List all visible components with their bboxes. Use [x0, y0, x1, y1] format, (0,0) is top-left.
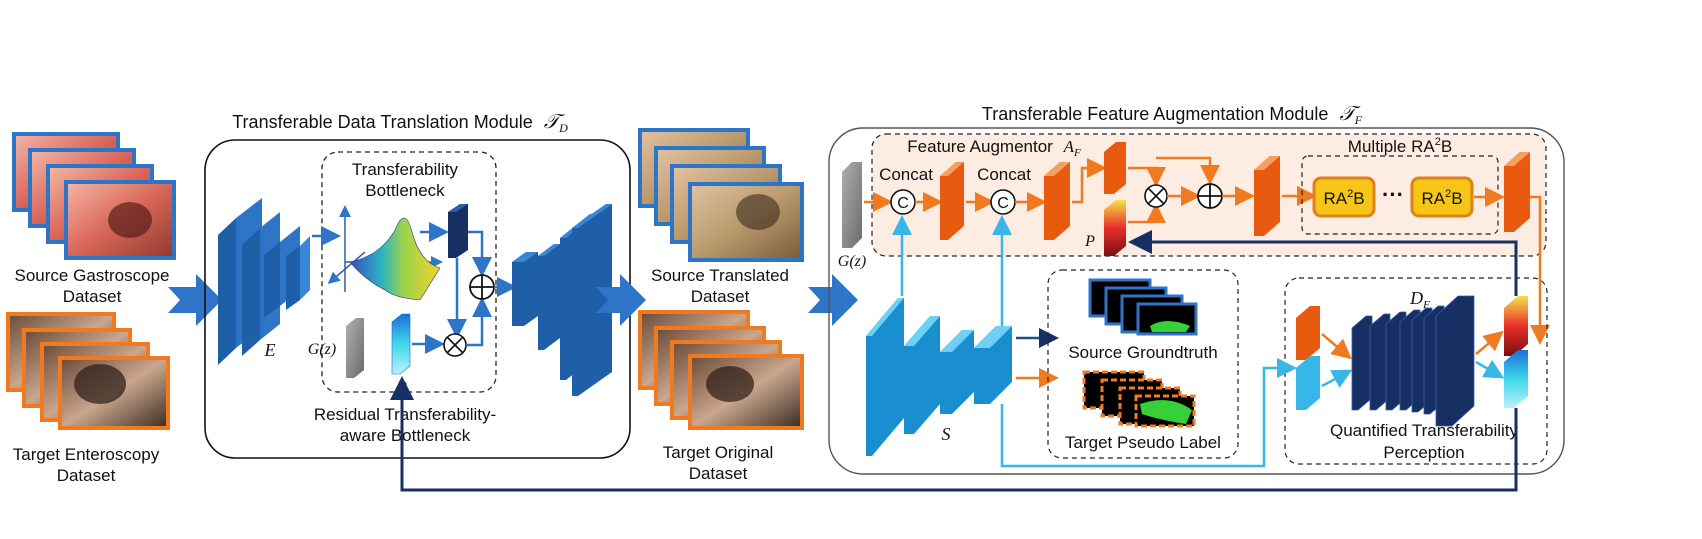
rtb-label-2: aware Bottleneck	[340, 426, 471, 445]
source-dataset-label-2: Dataset	[63, 287, 122, 306]
augment-feature-block	[1104, 142, 1126, 194]
encoder-blocks	[218, 198, 310, 365]
disc-orange-arrow	[1321, 333, 1352, 360]
multiply-operator-tdt	[443, 333, 467, 357]
transferability-map-heat	[1504, 296, 1528, 356]
perception-p-block-tdt	[391, 313, 411, 375]
target-pseudo-label: Target Pseudo Label	[1065, 433, 1221, 452]
augment-block-2	[1044, 162, 1070, 240]
ra2b-block-1: RA2B	[1312, 176, 1376, 218]
residual-to-sum-arrow	[1156, 156, 1220, 185]
s-label: S	[942, 424, 951, 444]
multiple-ra2b-label: Multiple RA2B	[1348, 136, 1452, 156]
gaussian-plot	[327, 205, 443, 301]
s-to-disc-feedback-arrow	[1000, 358, 1297, 468]
gz-label-tfa: G(z)	[838, 253, 866, 270]
disc-input-cyan	[1296, 356, 1320, 410]
qtp-label-1: Quantified Transferability	[1330, 421, 1519, 440]
augment-to-discriminator-arrow	[1530, 195, 1550, 345]
target-original-stack	[638, 310, 804, 430]
concat-label-1: Concat	[879, 165, 933, 184]
concat-label-2: Concat	[977, 165, 1031, 184]
source-groundtruth-stack	[1088, 278, 1198, 336]
source-translated-stack	[638, 128, 804, 262]
perception-p-heatmap	[1104, 200, 1126, 256]
tfa-input-arrow	[808, 274, 858, 326]
discriminator-df-blocks	[1351, 295, 1475, 427]
add-operator-tdt	[469, 274, 495, 300]
disc-cyan-arrow	[1321, 369, 1353, 388]
bottleneck-label-1: Transferability	[352, 160, 459, 179]
bottleneck-label-2: Bottleneck	[365, 181, 445, 200]
augment-output-block	[1504, 152, 1530, 232]
transferability-map-cyan	[1504, 350, 1528, 408]
target-original-label-2: Dataset	[689, 464, 748, 483]
augment-block-3	[1254, 156, 1280, 236]
disc-input-orange	[1296, 306, 1320, 360]
target-dataset-label-1: Target Enteroscopy	[13, 445, 160, 464]
multiply-operator-tfa	[1144, 184, 1168, 208]
target-enteroscopy-stack	[6, 312, 170, 430]
source-dataset-label-1: Source Gastroscope	[15, 266, 170, 285]
svg-text:C: C	[997, 195, 1009, 212]
gz-label-tdt: G(z)	[308, 341, 336, 358]
bottleneck-feature-block	[448, 204, 468, 258]
decoder-blocks	[512, 204, 612, 396]
disc-out-orange-arrow	[1475, 330, 1504, 355]
feature-augmentor-title: Feature Augmentor AF	[907, 137, 1081, 159]
p-feedback-augmentor-arrow	[1128, 230, 1518, 296]
ra2b-block-2: RA2B	[1410, 176, 1474, 218]
qtp-label-2: Perception	[1383, 443, 1464, 462]
input-arrow	[168, 274, 222, 326]
feature-to-mult-arrow	[1128, 166, 1166, 187]
noise-gz-block-tfa	[842, 162, 862, 248]
source-translated-label-1: Source Translated	[651, 266, 789, 285]
encoder-label: E	[264, 340, 276, 360]
concat-operator-1: C	[890, 189, 916, 215]
tfa-module-box	[828, 127, 1565, 475]
concat-operator-2: C	[990, 189, 1016, 215]
source-gastroscope-stack	[12, 132, 176, 260]
tfa-module-title: Transferable Feature Augmentation Module…	[982, 103, 1363, 127]
labels-box	[1047, 269, 1239, 459]
segmentation-network-s	[866, 298, 1012, 456]
svg-text:RA2B: RA2B	[1323, 188, 1364, 208]
df-label: DF	[1409, 288, 1430, 311]
qtp-box	[1284, 277, 1548, 465]
tdt-module-title: Transferable Data Translation Module 𝒯D	[232, 111, 568, 135]
p-label-tfa: P	[1084, 233, 1095, 250]
p-to-mult-arrow-tfa	[1128, 203, 1166, 224]
target-dataset-label-2: Dataset	[57, 466, 116, 485]
augment-block-1	[940, 162, 964, 240]
target-original-label-1: Target Original	[663, 443, 774, 462]
source-groundtruth-label: Source Groundtruth	[1068, 343, 1217, 362]
block-to-sum-arrow	[468, 230, 492, 277]
target-pseudo-label-stack	[1082, 370, 1196, 428]
block2-to-feature-arrow	[1072, 158, 1107, 204]
noise-gz-block	[346, 318, 364, 378]
disc-out-cyan-arrow	[1475, 359, 1505, 379]
p-feedback-tdt-arrow	[390, 376, 1518, 492]
ra2b-ellipsis: ···	[1382, 182, 1404, 207]
svg-text:C: C	[897, 195, 909, 212]
mult-to-sum-arrow	[466, 297, 492, 347]
svg-text:RA2B: RA2B	[1421, 188, 1462, 208]
tdt-output-arrow	[596, 274, 646, 326]
rtb-label-1: Residual Transferability-	[314, 405, 496, 424]
add-operator-tfa	[1197, 183, 1223, 209]
source-translated-label-2: Dataset	[691, 287, 750, 306]
